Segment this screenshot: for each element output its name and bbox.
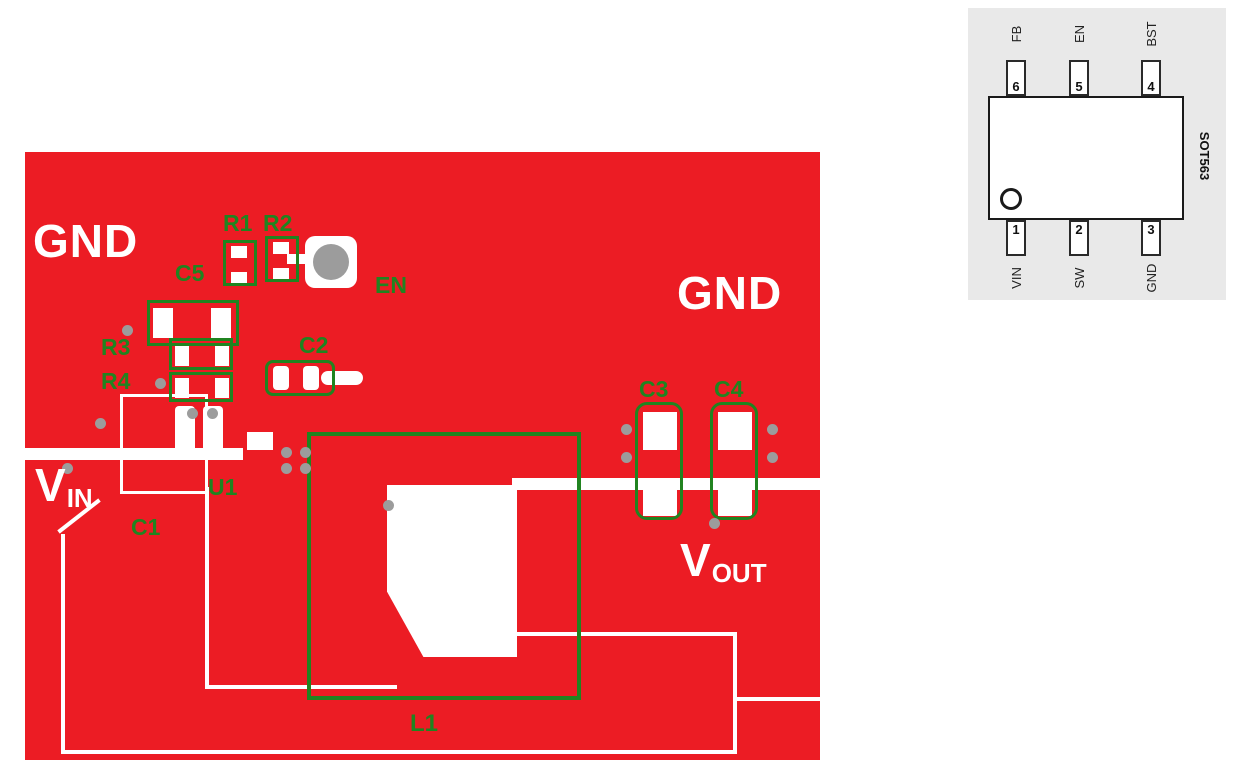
net-label-vin: VIN: [35, 462, 93, 511]
refdes-l1: L1: [410, 710, 439, 737]
refdes-c2: C2: [299, 332, 329, 358]
net-label-gnd-top: GND: [33, 215, 139, 267]
pin-name-sw: SW: [1071, 267, 1087, 289]
via: [281, 447, 292, 458]
r1-pad-bottom: [231, 272, 247, 284]
via: [300, 447, 311, 458]
pcb-layout: GND GND VIN VOUT R1 R2 EN C5 R3 R4 C2 C3…: [25, 152, 820, 760]
vout-horizontal-line: [513, 632, 737, 636]
via: [300, 463, 311, 474]
board-bottom-line: [61, 750, 737, 754]
via: [122, 325, 133, 336]
pin-lead-1: 1: [1006, 220, 1026, 256]
component-outline-r3: [169, 338, 233, 370]
pin-number-3: 3: [1147, 222, 1155, 237]
refdes-r1: R1: [223, 210, 253, 236]
refdes-c5: C5: [175, 260, 205, 286]
pin-lead-4: 4: [1141, 60, 1161, 96]
inductor-island: [387, 485, 517, 657]
c2-pad-left: [273, 366, 289, 390]
package-name-label: SOT563: [1197, 131, 1213, 181]
pin-name-gnd: GND: [1143, 263, 1159, 293]
component-outline-c4: [710, 402, 758, 520]
pin-name-en: EN: [1071, 24, 1087, 44]
component-outline-c5: [147, 300, 239, 346]
pin-lead-3: 3: [1141, 220, 1161, 256]
pin-name-vin: VIN: [1008, 267, 1024, 289]
net-label-gnd-right: GND: [677, 267, 783, 319]
via: [281, 463, 292, 474]
r1-pad-top: [231, 246, 247, 258]
refdes-r3: R3: [101, 334, 131, 360]
refdes-r2: R2: [263, 210, 293, 236]
pour-bottom-horizontal: [205, 685, 397, 689]
via: [767, 452, 778, 463]
pin-number-4: 4: [1147, 79, 1155, 94]
c4-pad-top: [718, 412, 752, 450]
via: [207, 408, 218, 419]
step-vertical-line: [733, 632, 737, 754]
c5-pad-right: [211, 308, 231, 338]
via: [95, 418, 106, 429]
component-outline-r1: [223, 240, 257, 286]
c2-trace-stub: [321, 371, 363, 385]
vin-subscript: IN: [66, 483, 93, 513]
en-test-point-via: [313, 244, 349, 280]
en-trace-stub: [287, 254, 311, 264]
via: [709, 518, 720, 529]
u1-cap-pad-2: [203, 406, 223, 460]
component-outline-c2: [265, 360, 335, 396]
pour-left-vertical: [205, 487, 209, 689]
via: [767, 424, 778, 435]
pin1-marker-circle: [1000, 188, 1022, 210]
r2-pad-bottom: [273, 268, 289, 280]
via: [155, 378, 166, 389]
pin-name-fb: FB: [1008, 25, 1024, 43]
via: [383, 500, 394, 511]
r4-pad-left: [175, 378, 189, 398]
pin-number-6: 6: [1012, 79, 1020, 94]
component-outline-r4: [169, 372, 233, 402]
refdes-r4: R4: [101, 368, 131, 394]
pin-number-1: 1: [1012, 222, 1020, 237]
u1-ic-pad: [247, 432, 273, 450]
refdes-c3: C3: [639, 376, 669, 402]
pin-lead-5: 5: [1069, 60, 1089, 96]
via: [621, 424, 632, 435]
component-outline-c3: [635, 402, 683, 520]
pin-name-bst: BST: [1143, 21, 1159, 47]
vin-main: V: [35, 459, 67, 511]
c2-pad-right: [303, 366, 319, 390]
vout-main: V: [680, 534, 712, 586]
refdes-en: EN: [375, 272, 407, 298]
component-outline-l1: [307, 432, 581, 700]
step-horizontal-line: [733, 697, 820, 701]
component-outline-r2: [265, 236, 299, 282]
r3-pad-left: [175, 344, 189, 366]
pin-number-5: 5: [1075, 79, 1083, 94]
pin-number-2: 2: [1075, 222, 1083, 237]
package-diagram: 6 5 4 FB EN BST 1 2 3 VIN SW GND SOT563: [968, 8, 1226, 300]
board-left-line: [61, 534, 65, 754]
via: [187, 408, 198, 419]
refdes-u1: U1: [208, 474, 238, 500]
pin-lead-2: 2: [1069, 220, 1089, 256]
refdes-c4: C4: [714, 376, 744, 402]
net-label-vout: VOUT: [680, 537, 767, 586]
refdes-c1: C1: [131, 514, 161, 540]
r3-pad-right: [215, 344, 229, 366]
vout-subscript: OUT: [711, 558, 767, 588]
c5-pad-left: [153, 308, 173, 338]
r4-pad-right: [215, 378, 229, 398]
u1-cap-pad-1: [175, 406, 195, 460]
pin-lead-6: 6: [1006, 60, 1026, 96]
r2-pad-top: [273, 242, 289, 254]
c3-pad-top: [643, 412, 677, 450]
via: [621, 452, 632, 463]
via: [62, 463, 73, 474]
